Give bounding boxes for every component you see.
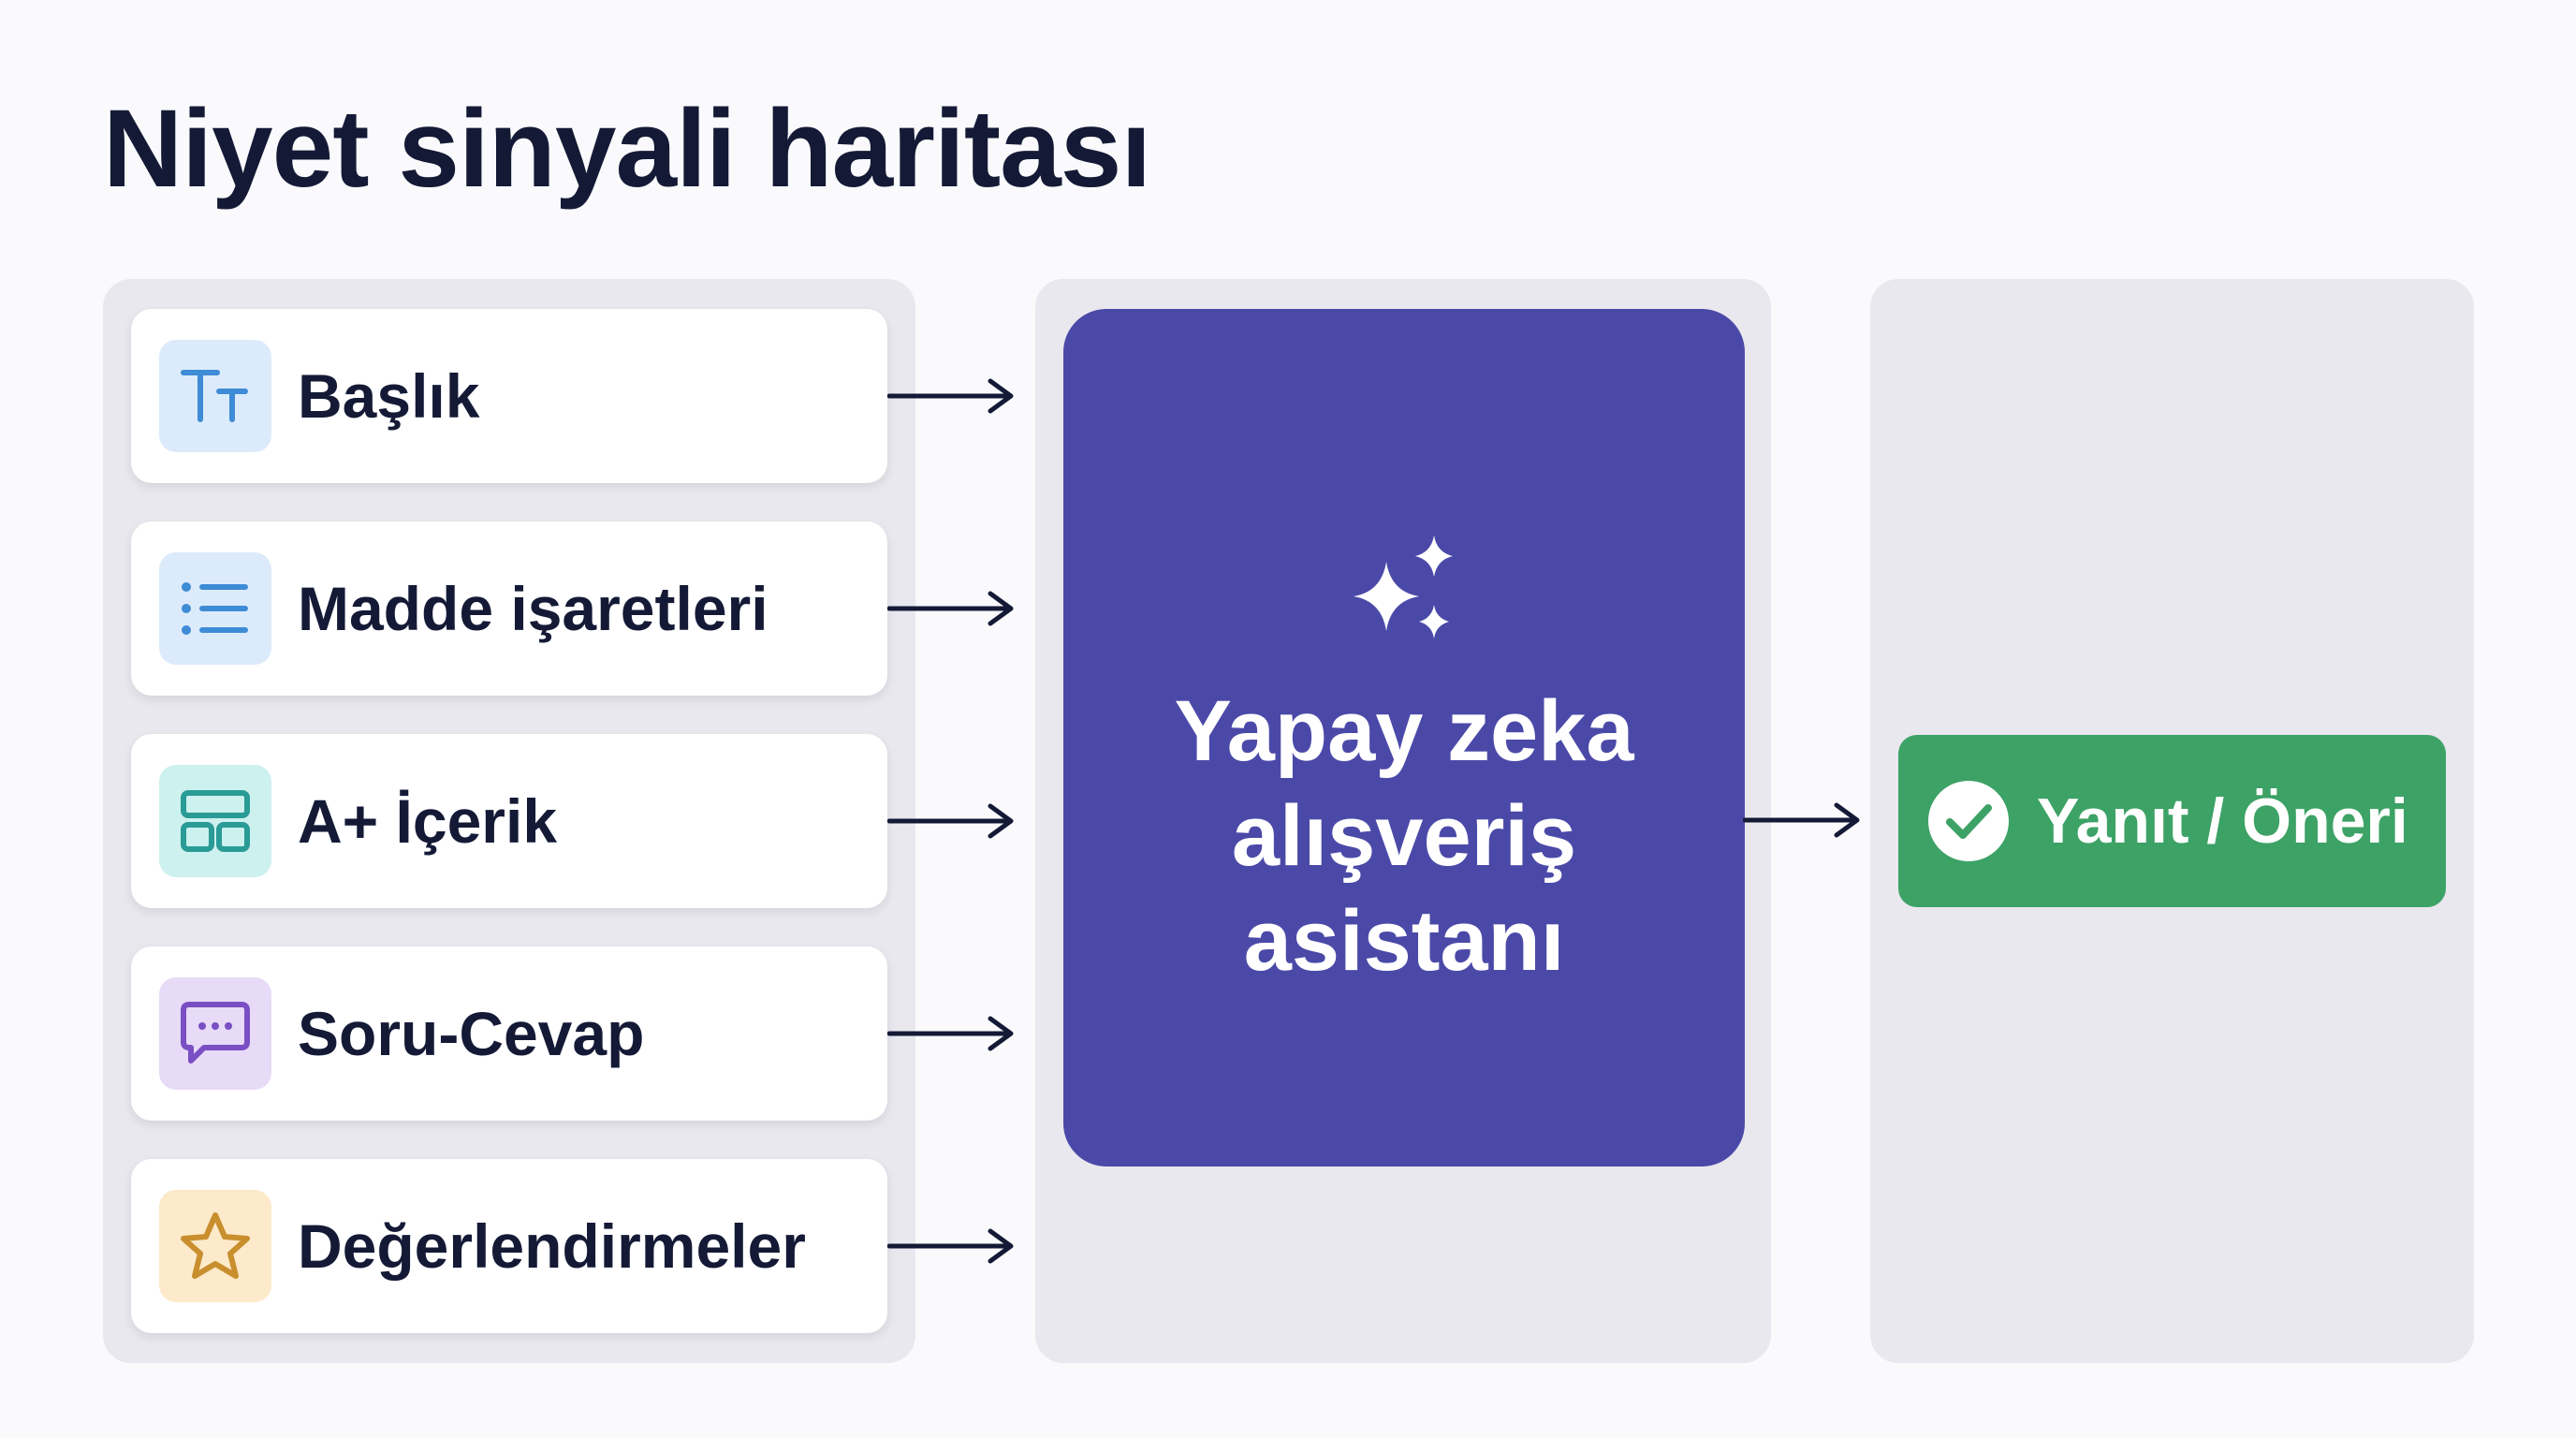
chat-bubble-icon xyxy=(159,977,271,1090)
ai-assistant-line: Yapay zeka xyxy=(1174,683,1634,779)
signal-card-a-plus-content: A+ İçerik xyxy=(131,734,887,908)
signal-card-title: Başlık xyxy=(131,309,887,483)
ai-assistant-label: Yapay zeka alışveriş asistanı xyxy=(1063,679,1745,993)
ai-assistant-box: Yapay zeka alışveriş asistanı xyxy=(1063,309,1745,1167)
signal-label: Soru-Cevap xyxy=(298,999,645,1068)
signal-label: Madde işaretleri xyxy=(298,574,768,643)
signal-card-reviews: Değerlendirmeler xyxy=(131,1159,887,1333)
signal-label: A+ İçerik xyxy=(298,786,558,856)
arrow-right-icon xyxy=(887,591,1014,626)
result-label: Yanıt / Öneri xyxy=(2037,785,2408,857)
sparkle-icon xyxy=(1354,536,1453,638)
arrow-right-icon xyxy=(887,1016,1014,1051)
star-icon xyxy=(159,1190,271,1302)
layout-grid-icon xyxy=(159,765,271,877)
signal-card-qa: Soru-Cevap xyxy=(131,946,887,1121)
signal-card-bullets: Madde işaretleri xyxy=(131,521,887,696)
arrow-right-icon xyxy=(1743,802,1860,838)
bulleted-list-icon xyxy=(159,552,271,665)
ai-assistant-line: asistanı xyxy=(1243,893,1565,989)
result-box: Yanıt / Öneri xyxy=(1898,735,2446,907)
page-title: Niyet sinyali haritası xyxy=(103,87,1151,211)
arrow-right-icon xyxy=(887,803,1014,839)
arrow-right-icon xyxy=(887,378,1014,414)
check-circle-icon xyxy=(1928,781,2009,861)
signal-label: Değerlendirmeler xyxy=(298,1211,806,1281)
text-format-icon xyxy=(159,340,271,452)
signal-label: Başlık xyxy=(298,361,480,431)
arrow-right-icon xyxy=(887,1228,1014,1264)
ai-assistant-line: alışveriş xyxy=(1231,788,1577,884)
